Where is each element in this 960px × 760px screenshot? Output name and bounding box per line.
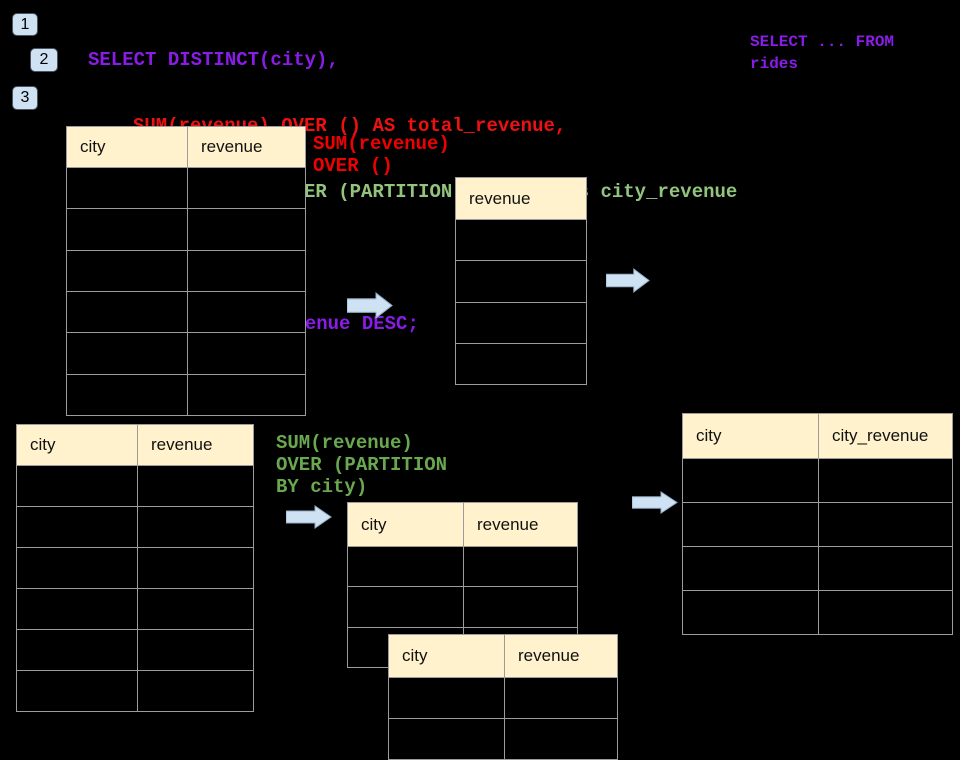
header-cell-city: city: [696, 426, 722, 445]
table-row: [683, 458, 952, 502]
table-row: [67, 208, 305, 250]
table-row: [67, 290, 305, 333]
table-row: [456, 219, 586, 260]
table-partition-step-2: city revenue: [388, 634, 618, 760]
table-row: [389, 677, 617, 718]
table-row: [389, 718, 617, 759]
table-row: [683, 502, 952, 546]
table-row: [683, 590, 952, 634]
table-row: [67, 373, 305, 415]
table-row: [17, 506, 253, 547]
table-row: [17, 465, 253, 506]
header-cell-revenue: revenue: [463, 503, 577, 546]
flow-arrow-right-icon: [347, 292, 393, 319]
table-row: [67, 332, 305, 374]
table-row: [683, 546, 952, 590]
table-row: [348, 546, 577, 587]
label-sum-over-total: SUM(revenue) OVER (): [313, 133, 450, 177]
header-cell-city: city: [30, 435, 56, 454]
table-row: [17, 629, 253, 670]
sql-line-select: SELECT DISTINCT(city),: [88, 49, 339, 71]
side-note-select-from-rides: SELECT ... FROM rides: [750, 33, 895, 73]
step-badge-1: 1: [12, 13, 38, 36]
table-final-result: city city_revenue: [682, 413, 953, 635]
table-header-row: city revenue: [17, 425, 253, 465]
label-sum-over-partition: SUM(revenue) OVER (PARTITION BY city): [276, 432, 448, 498]
table-row: [17, 670, 253, 711]
table-row: [17, 588, 253, 629]
flow-arrow-right-icon: [286, 505, 332, 529]
header-cell-revenue: revenue: [504, 635, 617, 677]
step-badge-3: 3: [12, 86, 38, 110]
table-row: [348, 586, 577, 627]
table-row: [67, 249, 305, 291]
table-header-row: revenue: [456, 178, 586, 219]
table-row: [456, 301, 586, 343]
table-header-row: city revenue: [67, 127, 305, 167]
flow-arrow-right-icon: [632, 491, 678, 514]
table-header-row: city revenue: [348, 503, 577, 546]
header-cell-revenue: revenue: [187, 127, 305, 167]
flow-arrow-right-icon: [606, 268, 650, 293]
table-row: [456, 342, 586, 384]
table-source-bottom: city revenue: [16, 424, 254, 712]
table-header-row: city city_revenue: [683, 414, 952, 458]
header-cell-revenue: revenue: [137, 425, 253, 465]
table-row: [67, 167, 305, 209]
table-row: [456, 260, 586, 301]
table-source-top: city revenue: [66, 126, 306, 416]
header-cell-city: city: [361, 514, 387, 534]
table-row: [17, 547, 253, 588]
step-badge-2: 2: [30, 48, 58, 72]
table-total-revenue-result: revenue: [455, 177, 587, 385]
header-cell-city-revenue: city_revenue: [818, 414, 952, 458]
table-header-row: city revenue: [389, 635, 617, 677]
header-cell-city: city: [402, 646, 428, 665]
header-cell-city: city: [80, 137, 106, 156]
header-cell-revenue: revenue: [469, 188, 531, 208]
